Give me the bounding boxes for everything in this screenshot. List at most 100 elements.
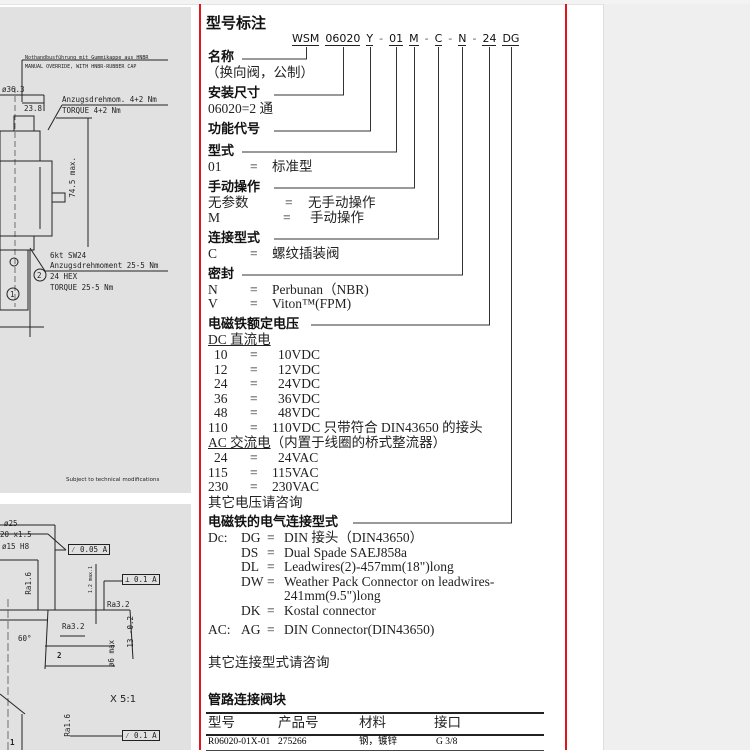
connection-row: C=螺纹插装阀: [208, 247, 340, 261]
dim-dia6: ø6 max: [107, 640, 116, 668]
row-eq: =: [250, 376, 258, 391]
row-value-cont: 241mm(9.5")long: [284, 588, 381, 603]
seal-heading: 密封: [208, 267, 235, 282]
dc-heading: DC 直流电: [208, 332, 271, 347]
row-value: Dual Spade SAEJ858a: [284, 544, 407, 560]
code-connection: C: [434, 32, 443, 46]
scale-label: X 5:1: [110, 694, 137, 705]
header-material: 材料: [359, 715, 386, 730]
voltage-heading: 电磁铁额定电压: [208, 317, 300, 332]
row-eq: =: [250, 347, 258, 362]
row-value: DIN 接头（DIN43650）: [284, 530, 424, 545]
elec-other: 其它连接型式请咨询: [208, 655, 330, 670]
ac-note: （内置于线圈的桥式整流器）: [270, 435, 447, 450]
leader-line: [274, 47, 439, 240]
code-function: Y: [366, 32, 374, 46]
code-manual: M: [409, 32, 419, 46]
row-key: DL: [241, 559, 259, 574]
override-note-de: Nothandbusführung mit Gummikappe aus HNB…: [25, 55, 149, 61]
row-key: 110: [208, 419, 228, 435]
row-eq: =: [267, 530, 275, 545]
row-eq: =: [267, 602, 275, 618]
row-eq: =: [267, 559, 275, 574]
row-eq: =: [250, 282, 258, 297]
row-key: 10: [214, 347, 228, 362]
row-eq: =: [250, 159, 258, 174]
leader-line: [353, 47, 512, 524]
leader-lines: [242, 47, 512, 524]
override-note-en: MANUAL OVERRIDE, WITH HNBR-RUBBER CAP: [25, 64, 137, 70]
code-dash: -: [472, 32, 477, 45]
leader-line: [274, 47, 371, 132]
row-eq: =: [267, 544, 275, 560]
function-heading: 功能代号: [208, 122, 261, 137]
cavity-drawing-lines: [0, 524, 134, 750]
row-key: AG: [241, 622, 261, 637]
callout-2: 2: [37, 271, 42, 280]
manual-heading: 手动操作: [208, 180, 261, 195]
top-bar: [0, 0, 750, 5]
row-value: 10VDC: [278, 347, 321, 362]
frame-right: [565, 4, 567, 750]
electrical-heading: 电磁铁的电气连接型式: [208, 515, 339, 530]
row-key: 01: [208, 159, 222, 174]
connection-heading: 连接型式: [208, 231, 261, 246]
cell-port: G 3/8: [436, 737, 458, 747]
dim-width: 23.8: [24, 104, 43, 113]
torque1-de: Anzugsdrehmom. 4+2 Nm: [62, 95, 157, 104]
tolerance-1: ⁄ 0.05 A: [68, 544, 111, 555]
row-eq: =: [250, 361, 258, 377]
row-value: 24VDC: [278, 376, 321, 391]
torque2-de: Anzugsdrehmoment 25-5 Nm: [50, 261, 159, 270]
roughness-4: Ra1.6: [63, 714, 72, 737]
type-heading: 型式: [208, 144, 235, 159]
row-key: 230: [208, 479, 229, 494]
row-value: Viton™(FPM): [272, 296, 352, 311]
dim-thread: 20 x1.5: [0, 530, 32, 539]
torque2-en: TORQUE 25-5 Nm: [50, 283, 114, 292]
leader-line: [274, 47, 415, 189]
code-seal: N: [458, 32, 467, 46]
row-key: 12: [214, 361, 228, 377]
name-heading: 名称: [208, 50, 235, 65]
leader-line: [242, 47, 397, 153]
row-eq: =: [283, 210, 291, 225]
row-value: 螺纹插装阀: [272, 246, 340, 261]
ac-heading: AC 交流电: [208, 435, 271, 450]
row-value: 标准型: [272, 159, 313, 174]
row-value: 230VAC: [272, 479, 320, 494]
code-electrical: DG: [502, 32, 520, 46]
label-1: 1: [10, 738, 15, 747]
code-dash: -: [448, 32, 453, 45]
technical-drawing-cavity: ø25 20 x1.5 ø15 H8 ⁄ 0.05 A ⊥ 0.1 A ⁄ 0.…: [0, 504, 191, 750]
row-eq: =: [250, 464, 258, 480]
row-value: 115VAC: [272, 464, 319, 480]
hex-en: 24 HEX: [50, 272, 78, 281]
cell-part-no: 275266: [278, 737, 307, 747]
table-row: R06020-01X-01 275266 钢，镀锌 G 3/8: [206, 736, 544, 751]
block-table: 型号 产品号 材料 接口 R06020-01X-01 275266 钢，镀锌 G…: [206, 712, 544, 751]
row-key: V: [208, 296, 218, 311]
footer-note: Subject to technical modifications: [66, 477, 160, 483]
frame-left: [199, 4, 201, 750]
row-eq: =: [250, 296, 258, 311]
row-key: M: [208, 210, 221, 225]
table-header: 型号 产品号 材料 接口: [206, 714, 544, 736]
row-value: Kostal connector: [284, 602, 376, 618]
row-eq: =: [285, 195, 293, 210]
row-key: 24: [214, 376, 228, 391]
roughness-1: Ra1.6: [24, 572, 33, 595]
type-row: 01 = 标准型: [208, 159, 313, 174]
tolerance-3: ⁄ 0.1 A: [122, 730, 160, 741]
side-panel: [603, 4, 750, 750]
row-value: Weather Pack Connector on leadwires-: [284, 573, 495, 589]
block-heading: 管路连接阀块: [208, 693, 287, 708]
angle-60: 60°: [18, 634, 32, 643]
row-eq: =: [250, 390, 258, 406]
code-dash: -: [379, 32, 384, 45]
row-key: 36: [214, 390, 228, 406]
tolerance-2: ⊥ 0.1 A: [122, 574, 160, 585]
dim-dia25: ø25: [4, 519, 18, 528]
row-eq: =: [250, 479, 258, 494]
dim-dia15: ø15 H8: [2, 542, 30, 551]
